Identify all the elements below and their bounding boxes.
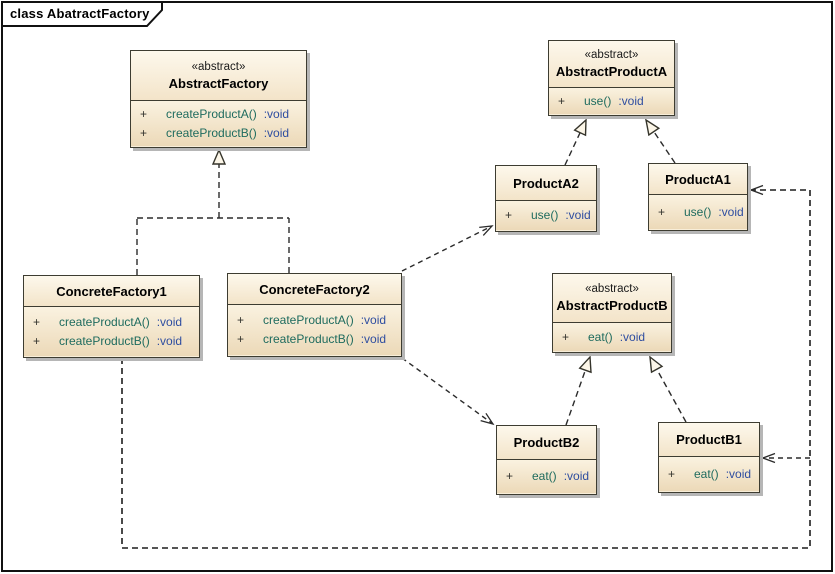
class-name: ProductB1 xyxy=(676,432,742,447)
class-box-productb2[interactable]: ProductB2 + eat() :void xyxy=(496,425,597,495)
class-name: ProductB2 xyxy=(513,435,580,450)
class-name: AbstractProductA xyxy=(555,64,668,79)
dependency-concretefactory2-productb2[interactable] xyxy=(401,357,495,426)
method-row: + eat() :void xyxy=(668,466,752,481)
method-row: + use() :void xyxy=(505,208,591,222)
method-row: + eat() :void xyxy=(562,329,646,344)
method-row: + createProductB() :void xyxy=(33,333,183,348)
method-row: + eat() :void xyxy=(506,469,590,483)
class-name: ConcreteFactory1 xyxy=(56,283,167,299)
class-name: AbstractProductB xyxy=(556,298,668,313)
method-row: + createProductB() :void xyxy=(237,332,387,346)
method-row: + use() :void xyxy=(658,204,744,219)
realization-productb1-abstractproductb[interactable] xyxy=(650,357,687,423)
class-box-concretefactory1[interactable]: ConcreteFactory1 + createProductA() :voi… xyxy=(23,275,200,358)
method-row: + createProductB() :void xyxy=(140,125,290,140)
method-row: + createProductA() :void xyxy=(33,314,183,329)
class-box-producta2[interactable]: ProductA2 + use() :void xyxy=(495,165,597,232)
class-box-producta1[interactable]: ProductA1 + use() :void xyxy=(648,163,748,231)
class-name: AbstractFactory xyxy=(168,75,269,91)
class-name: ConcreteFactory2 xyxy=(259,281,370,297)
class-box-abstractproducta[interactable]: «abstract» AbstractProductA + use() :voi… xyxy=(548,40,675,116)
class-box-abstractproductb[interactable]: «abstract» AbstractProductB + eat() :voi… xyxy=(552,273,672,353)
frame-title: class AbatractFactory xyxy=(10,6,150,21)
realization-productb2-abstractproductb[interactable] xyxy=(565,357,590,426)
method-row: + createProductA() :void xyxy=(140,106,290,121)
class-box-productb1[interactable]: ProductB1 + eat() :void xyxy=(658,422,760,493)
class-name: ProductA2 xyxy=(513,175,579,191)
class-name: ProductA1 xyxy=(665,171,731,187)
stereotype-label: «abstract» xyxy=(585,283,639,295)
method-row: + use() :void xyxy=(558,93,644,108)
realization-producta2-abstractproducta[interactable] xyxy=(564,120,586,166)
method-row: + createProductA() :void xyxy=(237,313,387,327)
realization-producta1-abstractproducta[interactable] xyxy=(646,120,676,164)
dependency-concretefactory2-producta2[interactable] xyxy=(401,225,494,272)
class-box-abstractfactory[interactable]: «abstract» AbstractFactory + createProdu… xyxy=(130,50,307,148)
dependency-concretefactory1-producta1[interactable] xyxy=(121,184,811,549)
stereotype-label: «abstract» xyxy=(191,60,246,73)
stereotype-label: «abstract» xyxy=(584,49,639,61)
class-box-concretefactory2[interactable]: ConcreteFactory2 + createProductA() :voi… xyxy=(227,273,402,357)
frame-title-tab xyxy=(1,1,163,27)
